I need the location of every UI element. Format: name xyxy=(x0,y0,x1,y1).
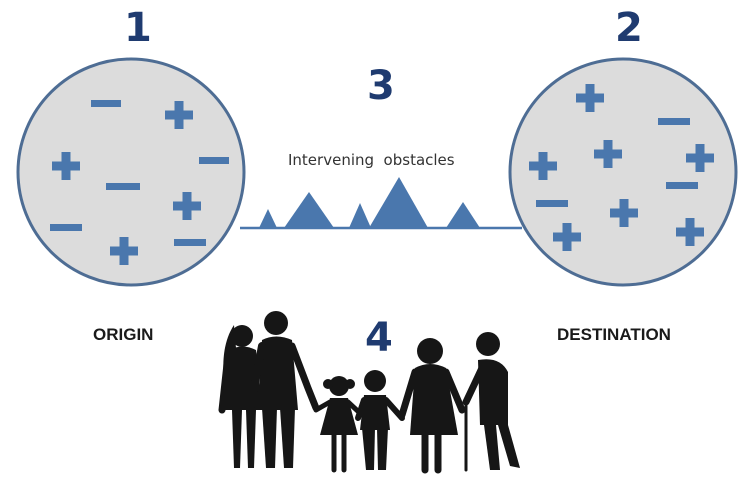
origin-label: ORIGIN xyxy=(93,325,154,344)
grandmother-figure xyxy=(398,338,466,474)
grandfather-figure xyxy=(462,332,520,472)
label-number-1: 1 xyxy=(124,5,152,51)
boy-figure xyxy=(355,370,405,470)
mountain-3 xyxy=(349,203,371,228)
label-number-4: 4 xyxy=(365,315,393,361)
minus-icon xyxy=(199,157,229,164)
minus-icon xyxy=(658,118,690,125)
girl-figure xyxy=(313,376,365,473)
obstacles-label: Intervening obstacles xyxy=(288,151,455,169)
origin-signs xyxy=(50,100,229,265)
destination-label: DESTINATION xyxy=(557,325,671,344)
minus-icon xyxy=(174,239,206,246)
obstacle-mountains xyxy=(259,177,480,228)
mountain-4 xyxy=(369,177,428,228)
mountain-2 xyxy=(284,192,334,228)
mountain-5 xyxy=(446,202,480,228)
family-silhouette xyxy=(218,311,520,474)
father-figure xyxy=(246,311,320,468)
minus-icon xyxy=(536,200,568,207)
mountain-1 xyxy=(259,209,277,228)
minus-icon xyxy=(106,183,140,190)
label-number-3: 3 xyxy=(367,63,395,109)
minus-icon xyxy=(50,224,82,231)
minus-icon xyxy=(666,182,698,189)
minus-icon xyxy=(91,100,121,107)
label-number-2: 2 xyxy=(615,5,643,51)
destination-signs xyxy=(529,84,714,251)
mother-figure xyxy=(218,325,262,468)
